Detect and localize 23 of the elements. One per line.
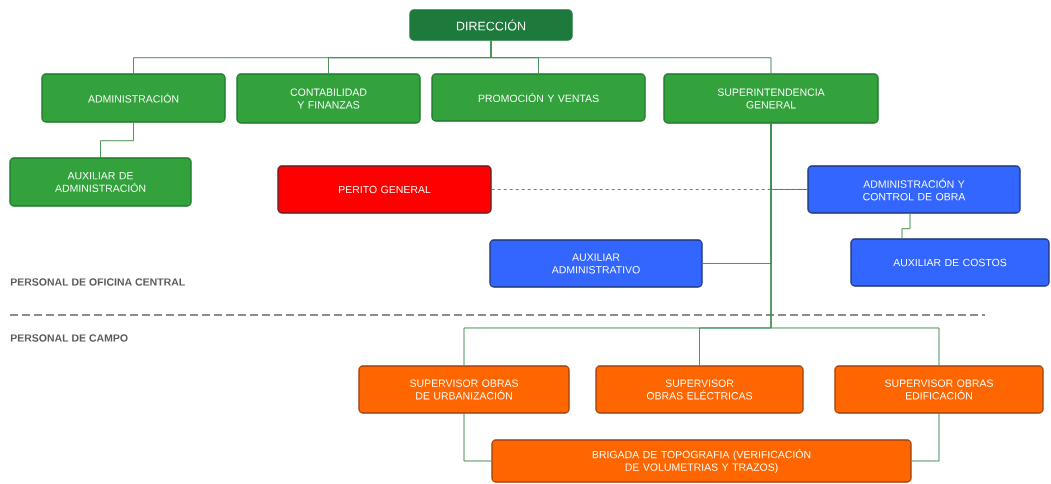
connector — [911, 413, 940, 462]
connector — [463, 413, 492, 462]
org-box: SUPERVISOR OBRAS EDIFICACIÓN — [834, 365, 1044, 414]
connector — [770, 123, 940, 366]
connector — [901, 213, 911, 239]
connector — [491, 189, 808, 190]
section-label: PERSONAL DE OFICINA CENTRAL — [10, 278, 185, 286]
role-box: PERITO GENERAL — [277, 165, 492, 214]
org-box: SUPERVISOR OBRAS ELÉCTRICAS — [595, 365, 804, 414]
org-box: AUXILIAR DE ADMINISTRACIÓN — [9, 157, 192, 207]
org-box: AUXILIAR ADMINISTRATIVO — [489, 239, 703, 288]
connector — [100, 122, 134, 158]
org-box: ADMINISTRACIÓN — [41, 73, 226, 123]
org-box: PROMOCIÓN Y VENTAS — [431, 73, 646, 122]
org-box: DIRECCIÓN — [409, 9, 573, 41]
org-box: BRIGADA DE TOPOGRAFIA (VERIFICACIÓN DE VOLUMETRIAS Y TRAZOS) — [491, 439, 912, 483]
org-box: CONTABILIDAD Y FINANZAS — [236, 73, 421, 124]
org-box: SUPERVISOR OBRAS DE URBANIZACIÓN — [358, 365, 570, 414]
section-label: PERSONAL DE CAMPO — [10, 334, 128, 342]
org-box: AUXILIAR DE COSTOS — [850, 238, 1050, 287]
connector — [490, 40, 772, 74]
org-box: SUPERINTENDENCIA GENERAL — [663, 73, 879, 124]
org-box: ADMINISTRACIÓN Y CONTROL DE OBRA — [807, 165, 1021, 214]
